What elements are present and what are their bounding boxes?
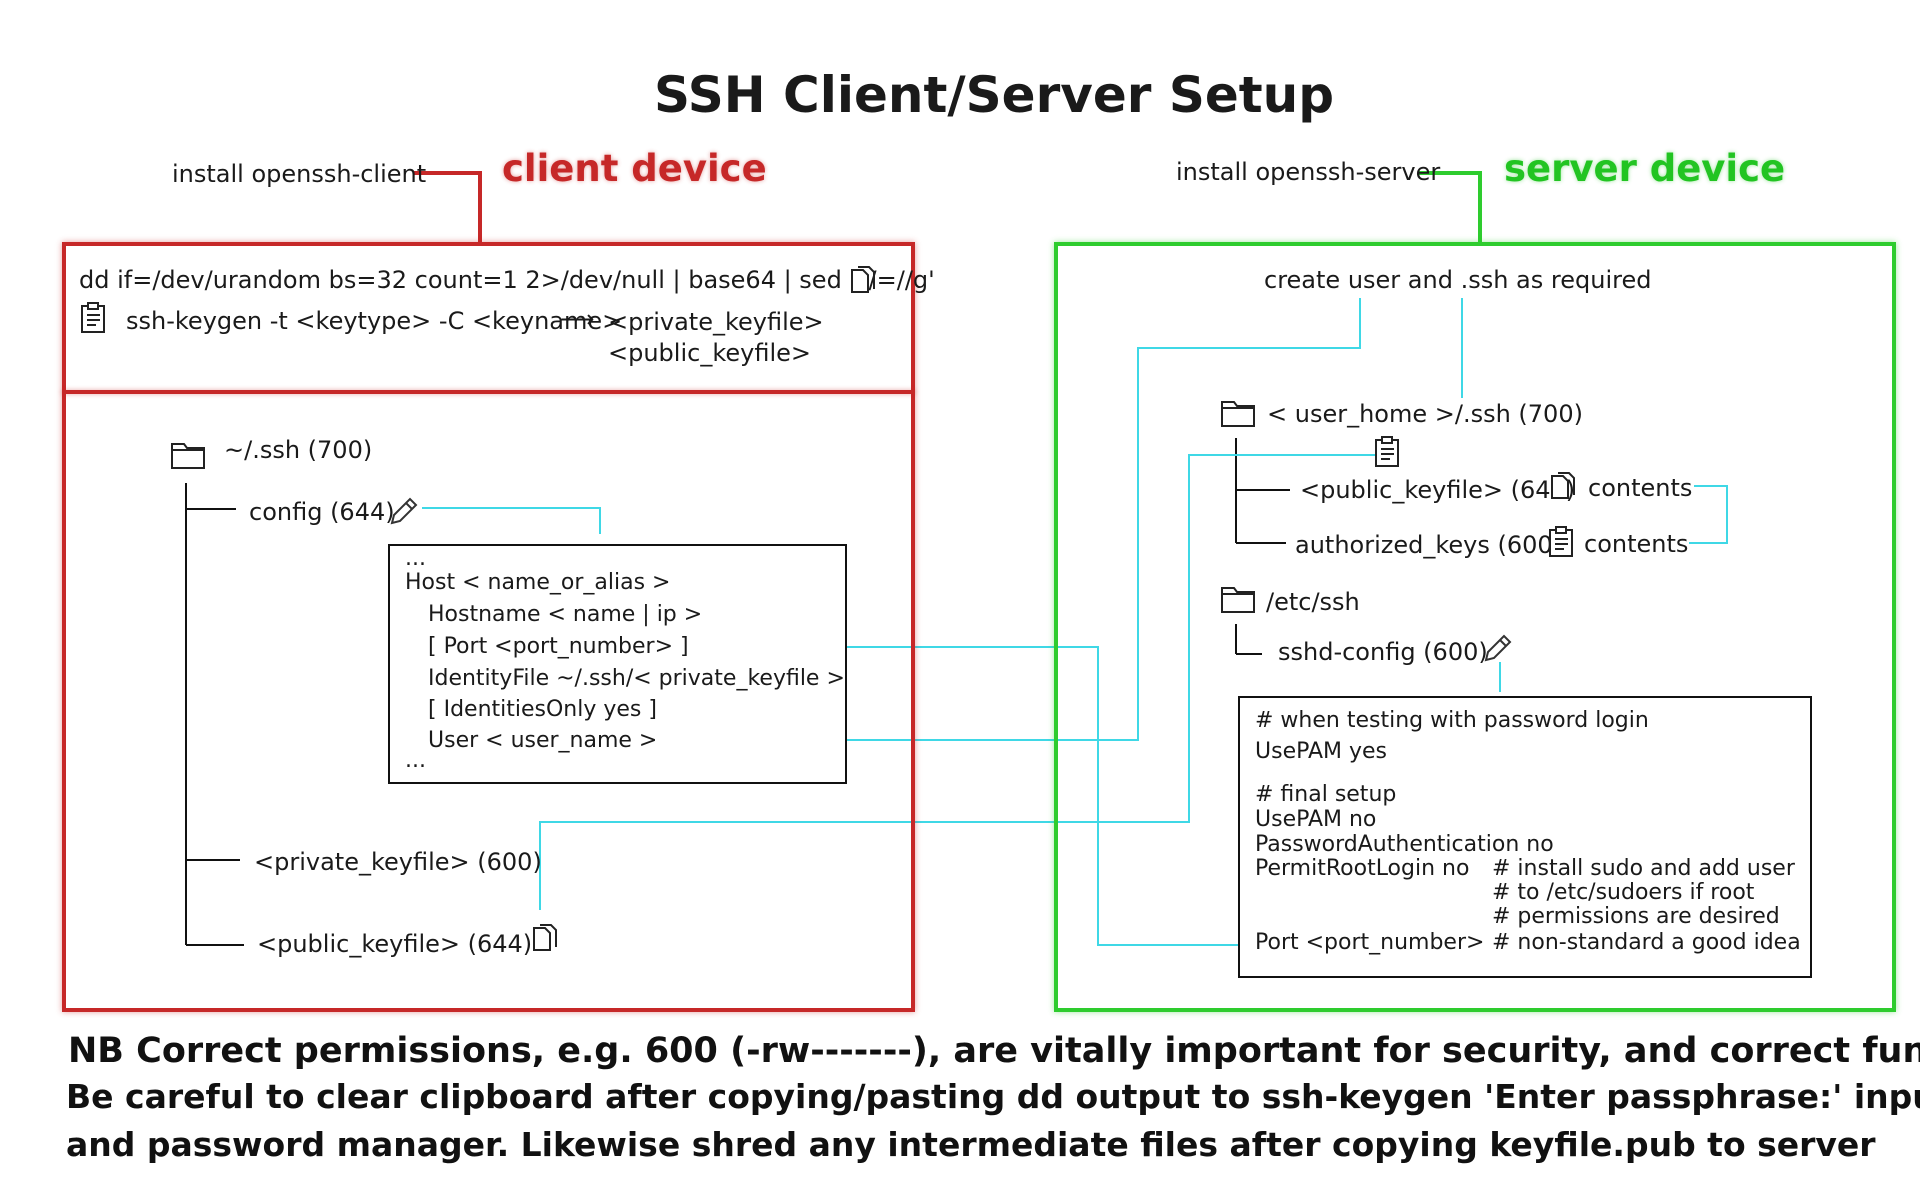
note-line-1: NB Correct permissions, e.g. 600 (-rw---…	[68, 1031, 1920, 1071]
client-box-divider	[62, 390, 915, 394]
sshd-line: # permissions are desired	[1492, 904, 1780, 929]
paste-icon	[1375, 436, 1399, 467]
keygen-public-keyfile: <public_keyfile>	[608, 339, 811, 367]
server-device-box	[1054, 242, 1896, 1012]
folder-icon	[1221, 587, 1255, 613]
server-authorized-keys: authorized_keys (600)	[1295, 531, 1563, 559]
port-connector	[690, 646, 1252, 946]
keygen-command: ssh-keygen -t <keytype> -C <keyname>	[126, 307, 623, 335]
config-line: [ Port <port_number> ]	[428, 634, 689, 659]
page-title: SSH Client/Server Setup	[654, 66, 1335, 124]
user-connector	[650, 298, 1361, 741]
client-private-keyfile: <private_keyfile> (600)	[254, 848, 542, 876]
config-edit-connector	[422, 507, 601, 534]
config-line: User < user_name >	[428, 728, 658, 753]
client-public-keyfile: <public_keyfile> (644)	[257, 930, 533, 958]
sshd-line: PermitRootLogin no	[1255, 856, 1470, 881]
sshd-line: # when testing with password login	[1255, 708, 1649, 733]
pencil-icon	[390, 497, 418, 525]
copy-icon	[533, 924, 557, 951]
pencil-icon	[1484, 634, 1512, 662]
sshd-line: UsePAM yes	[1255, 739, 1387, 764]
client-device-label: client device	[502, 147, 767, 190]
note-line-3: and password manager. Likewise shred any…	[66, 1125, 1876, 1164]
client-ssh-dir: ~/.ssh (700)	[224, 436, 373, 464]
keygen-private-keyfile: <private_keyfile>	[608, 308, 824, 336]
server-contents-label: contents	[1584, 530, 1689, 558]
sshd-line: # install sudo and add user	[1492, 856, 1795, 881]
client-install-label: install openssh-client	[172, 160, 427, 188]
server-sshd-config-file: sshd-config (600)	[1278, 638, 1488, 666]
server-public-keyfile: <public_keyfile> (644)	[1300, 476, 1576, 504]
copy-icon	[1551, 472, 1575, 499]
config-line: IdentityFile ~/.ssh/< private_keyfile >	[428, 666, 845, 691]
server-etc-ssh-dir: /etc/ssh	[1266, 588, 1360, 616]
config-line: Hostname < name | ip >	[428, 602, 703, 627]
config-line: [ IdentitiesOnly yes ]	[428, 697, 657, 722]
sshd-line: PasswordAuthentication no	[1255, 832, 1554, 857]
server-device-label: server device	[1504, 147, 1786, 190]
folder-icon	[171, 443, 205, 469]
client-config-box	[388, 544, 847, 784]
sshd-config-box	[1238, 696, 1812, 978]
copy-icon	[851, 266, 875, 293]
sshd-line: Port <port_number>	[1255, 930, 1485, 955]
sshd-line: UsePAM no	[1255, 807, 1377, 832]
dd-command: dd if=/dev/urandom bs=32 count=1 2>/dev/…	[79, 266, 935, 294]
paste-icon	[1549, 526, 1573, 557]
note-line-2: Be careful to clear clipboard after copy…	[66, 1077, 1920, 1116]
server-user-ssh-dir: < user_home >/.ssh (700)	[1267, 400, 1583, 428]
keygen-arrow: ⟶	[560, 305, 595, 333]
folder-icon	[1221, 401, 1255, 427]
sshd-line: # non-standard a good idea	[1492, 930, 1801, 955]
server-install-connector	[1418, 171, 1482, 242]
server-create-user-label: create user and .ssh as required	[1264, 266, 1652, 294]
config-line: Host < name_or_alias >	[405, 570, 671, 595]
contents-connector	[1689, 485, 1728, 544]
paste-icon	[81, 302, 105, 333]
client-device-box	[62, 242, 915, 1012]
client-install-connector	[414, 171, 482, 242]
server-install-label: install openssh-server	[1176, 158, 1441, 186]
server-contents-label: contents	[1588, 474, 1693, 502]
client-config-file: config (644)	[249, 498, 395, 526]
config-line: ...	[405, 546, 426, 571]
config-line: ...	[405, 748, 426, 773]
sshd-line: # final setup	[1255, 782, 1397, 807]
sshd-line: # to /etc/sudoers if root	[1492, 880, 1755, 905]
